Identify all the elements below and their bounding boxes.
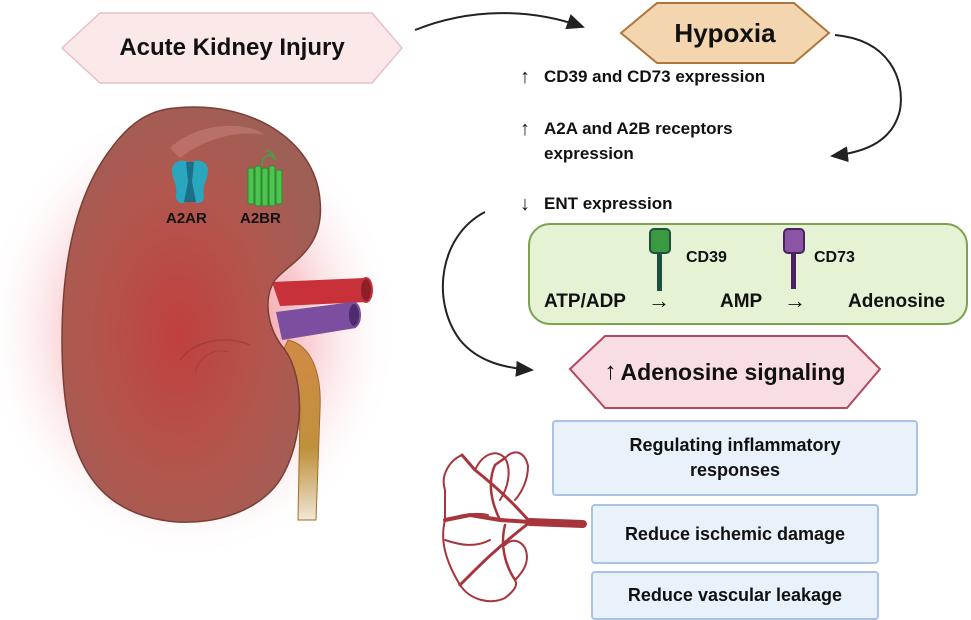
outcome-text-line2: responses — [689, 460, 781, 480]
outcome-vascular-leakage: Reduce vascular leakage — [591, 571, 879, 620]
effect-cd39-cd73: ↑ CD39 and CD73 expression — [520, 66, 840, 90]
renal-artery — [272, 278, 368, 306]
a2br-receptor-icon — [247, 149, 283, 207]
a2br-label: A2BR — [240, 210, 281, 227]
arrow-aki-to-hypoxia — [414, 12, 585, 31]
signaling-up-arrow-icon: ↑ — [604, 358, 617, 385]
renal-vein — [276, 302, 356, 340]
substrate-atp-adp: ATP/ADP — [544, 291, 626, 312]
aki-title: Acute Kidney Injury — [119, 34, 345, 61]
kidney-shape — [61, 106, 322, 523]
outcome-text-line1: Regulating inflammatory — [629, 435, 841, 455]
cd73-label: CD73 — [814, 249, 855, 266]
adenosine-signaling-label: ↑ Adenosine signaling — [570, 336, 880, 408]
up-arrow-icon: ↑ — [520, 118, 530, 140]
up-arrow-icon: ↑ — [520, 66, 530, 88]
cd39-label: CD39 — [686, 249, 727, 266]
outcome-inflammation: Regulating inflammatory responses — [552, 420, 918, 496]
ectonucleotidase-panel: CD39 CD73 ATP/ADP → AMP → Adenosine — [528, 223, 968, 325]
hypoxia-hexagon — [619, 2, 831, 64]
down-arrow-icon: ↓ — [520, 193, 530, 215]
vessel-tree-icon — [442, 451, 587, 603]
effect-text-line2: expression — [544, 144, 634, 163]
effect-text-line1: A2A and A2B receptors — [544, 119, 733, 138]
aki-hexagon — [60, 12, 403, 84]
effect-a2a-a2b: ↑ A2A and A2B receptors expression — [520, 118, 840, 166]
outcome-ischemic-damage: Reduce ischemic damage — [591, 504, 879, 564]
effect-text: CD39 and CD73 expression — [544, 67, 766, 86]
hypoxia-label: Hypoxia — [674, 17, 776, 48]
substrate-amp: AMP — [720, 291, 763, 312]
reaction-arrow-icon: → — [784, 288, 806, 313]
cd39-enzyme-icon — [649, 228, 671, 291]
signaling-text: Adenosine signaling — [620, 358, 846, 385]
reaction-arrow-icon: → — [648, 288, 670, 313]
a2ar-label: A2AR — [166, 210, 207, 227]
effect-text: ENT expression — [544, 194, 673, 213]
effect-ent: ↓ ENT expression — [520, 193, 840, 217]
outcome-text: Reduce ischemic damage — [624, 523, 846, 544]
arrow-ent-to-signaling — [441, 211, 534, 377]
cd73-enzyme-icon — [783, 228, 805, 289]
substrate-adenosine: Adenosine — [848, 291, 946, 312]
outcome-text: Reduce vascular leakage — [627, 585, 843, 605]
signaling-hexagon — [568, 335, 882, 409]
arrow-hypoxia-loop — [830, 34, 902, 163]
a2ar-receptor-icon — [172, 160, 208, 204]
